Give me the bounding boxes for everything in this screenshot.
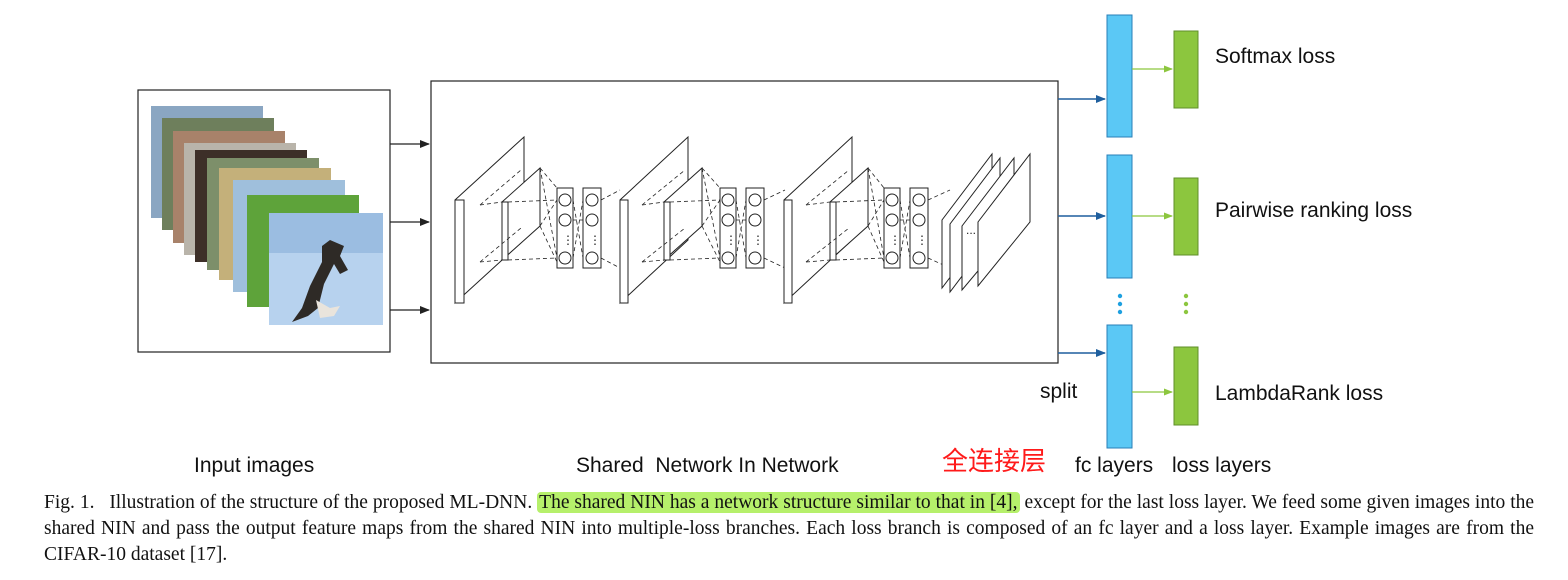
caption-text-1: Illustration of the structure of the pro… (109, 492, 533, 513)
nin-block-3: ⋮ ⋮ (783, 135, 951, 305)
loss-label-softmax: Softmax loss (1215, 45, 1335, 68)
loss-layer-1 (1173, 30, 1199, 109)
split-label: split (1040, 380, 1078, 403)
feature-maps-ellipsis: ... (966, 223, 976, 237)
svg-text:⋮: ⋮ (589, 233, 601, 247)
svg-text:⋮: ⋮ (562, 233, 574, 247)
fc-layer-2 (1106, 154, 1133, 279)
caption-text-2: except for the last loss layer. We feed … (44, 492, 1535, 565)
fc-layer-1 (1106, 14, 1133, 138)
nin-block-2: ⋮ ⋮ (619, 135, 786, 305)
loss-layer-2 (1173, 177, 1199, 256)
svg-text:⋮: ⋮ (752, 233, 764, 247)
fc-chinese-label: 全连接层 (942, 447, 1046, 477)
input-images-box (137, 89, 391, 353)
svg-text:⋮: ⋮ (916, 233, 928, 247)
fc-layers-vertical-dots (1117, 293, 1123, 315)
svg-text:⋮: ⋮ (889, 233, 901, 247)
nin-block-1: ⋮ ⋮ (454, 135, 621, 305)
loss-layer-3 (1173, 346, 1199, 426)
loss-label-pairwise: Pairwise ranking loss (1215, 199, 1412, 222)
caption-prefix: Fig. 1. (44, 492, 95, 513)
output-feature-maps (941, 152, 1031, 294)
input-images-label: Input images (194, 454, 314, 477)
caption-highlight: The shared NIN has a network structure s… (537, 492, 1020, 513)
fc-layer-3 (1106, 324, 1133, 449)
loss-layers-label: loss layers (1172, 454, 1271, 477)
shared-nin-box (430, 80, 1059, 364)
figure-caption: Fig. 1. Illustration of the structure of… (44, 490, 1534, 568)
eagle-photo (292, 240, 348, 322)
loss-label-lambdarank: LambdaRank loss (1215, 382, 1383, 405)
loss-layers-vertical-dots (1183, 293, 1189, 315)
input-image-stack (151, 106, 383, 325)
fc-layers-label: fc layers (1075, 454, 1153, 477)
svg-text:⋮: ⋮ (725, 233, 737, 247)
shared-nin-label: Shared Network In Network (576, 454, 839, 477)
